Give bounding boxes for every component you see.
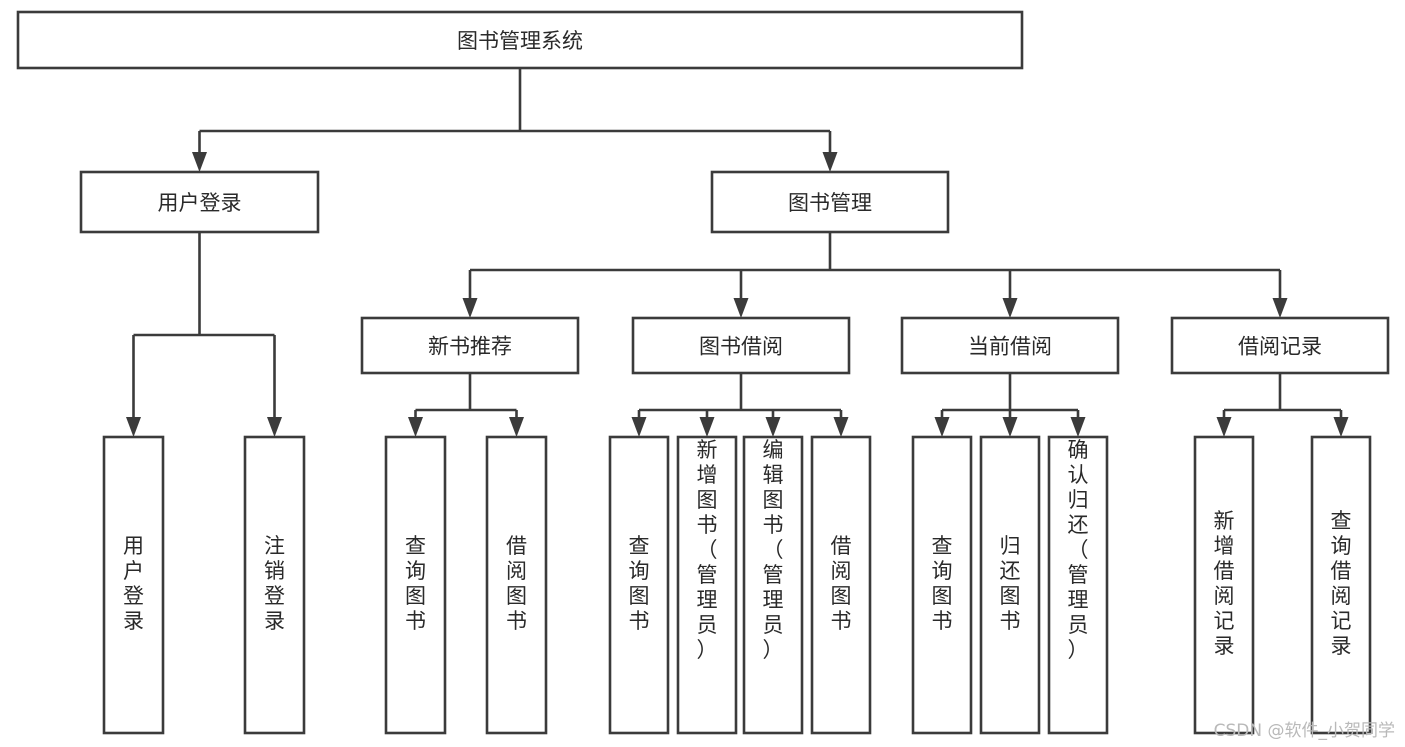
arrow-head <box>126 417 141 437</box>
arrow-head <box>822 152 838 172</box>
node-leaf-0[interactable]: 用户登录 <box>102 435 165 735</box>
node-root-0[interactable]: 图书管理系统 <box>16 10 1024 70</box>
watermark-text: CSDN @软件_小贺同学 <box>1213 721 1395 741</box>
node-label: 确认归还（管理员） <box>1068 438 1089 662</box>
node-leaf-6[interactable]: 编辑图书（管理员） <box>742 435 804 735</box>
node-leaf-12[interactable]: 查询借阅记录 <box>1310 435 1372 735</box>
node-leaf-10[interactable]: 确认归还（管理员） <box>1047 435 1109 735</box>
node-leaf-9[interactable]: 归还图书 <box>979 435 1041 735</box>
arrow-head <box>1272 298 1288 318</box>
arrow-head <box>765 417 781 437</box>
node-label: 图书管理系统 <box>457 29 583 53</box>
node-box <box>979 435 1041 735</box>
node-label: 新增借阅记录 <box>1214 509 1235 658</box>
arrow-head <box>267 417 282 437</box>
node-box <box>1047 435 1109 735</box>
node-label: 查询图书 <box>629 534 650 633</box>
node-box <box>79 170 320 234</box>
arrow-head <box>462 298 478 318</box>
node-label: 查询图书 <box>405 534 426 633</box>
arrow-head <box>733 298 749 318</box>
node-label: 图书借阅 <box>699 335 783 359</box>
node-l3-0[interactable]: 新书推荐 <box>360 316 580 375</box>
node-label: 借阅图书 <box>506 534 527 633</box>
node-l3-1[interactable]: 图书借阅 <box>631 316 851 375</box>
node-leaf-3[interactable]: 借阅图书 <box>485 435 548 735</box>
node-label: 归还图书 <box>1000 534 1021 633</box>
node-leaf-11[interactable]: 新增借阅记录 <box>1193 435 1255 735</box>
arrow-head <box>192 152 207 172</box>
arrow-head <box>509 417 524 437</box>
node-leaf-8[interactable]: 查询图书 <box>911 435 973 735</box>
node-label: 查询图书 <box>932 534 953 633</box>
arrow-head <box>934 417 950 437</box>
arrow-head <box>408 417 423 437</box>
node-box <box>1193 435 1255 735</box>
arrow-head <box>1002 417 1018 437</box>
connector-layer <box>126 68 1349 437</box>
node-label: 当前借阅 <box>968 335 1052 359</box>
node-leaf-1[interactable]: 注销登录 <box>243 435 306 735</box>
node-box <box>676 435 738 735</box>
node-box <box>710 170 950 234</box>
node-leaf-4[interactable]: 查询图书 <box>608 435 670 735</box>
node-box <box>102 435 165 735</box>
node-box <box>1170 316 1390 375</box>
node-leaf-7[interactable]: 借阅图书 <box>810 435 872 735</box>
arrow-head <box>1333 417 1349 437</box>
node-label: 借阅图书 <box>831 534 852 633</box>
node-leaf-2[interactable]: 查询图书 <box>384 435 447 735</box>
arrow-head <box>833 417 849 437</box>
node-leaf-5[interactable]: 新增图书（管理员） <box>676 435 738 735</box>
arrow-head <box>1216 417 1232 437</box>
node-l2-0[interactable]: 用户登录 <box>79 170 320 234</box>
node-box <box>16 10 1024 70</box>
node-label: 借阅记录 <box>1238 335 1322 359</box>
node-box <box>360 316 580 375</box>
node-label: 用户登录 <box>158 191 242 215</box>
node-label: 新书推荐 <box>428 335 512 359</box>
arrow-head <box>1070 417 1086 437</box>
node-label: 注销登录 <box>264 534 285 633</box>
node-l3-2[interactable]: 当前借阅 <box>900 316 1120 375</box>
node-box <box>1310 435 1372 735</box>
node-box <box>900 316 1120 375</box>
arrow-head <box>631 417 647 437</box>
arrow-head <box>699 417 715 437</box>
node-layer: 图书管理系统用户登录图书管理新书推荐图书借阅当前借阅借阅记录用户登录注销登录查询… <box>16 10 1390 735</box>
node-box <box>810 435 872 735</box>
node-box <box>911 435 973 735</box>
node-box <box>384 435 447 735</box>
node-box <box>485 435 548 735</box>
node-label: 用户登录 <box>123 534 144 633</box>
node-box <box>608 435 670 735</box>
arrow-head <box>1002 298 1018 318</box>
node-box <box>243 435 306 735</box>
node-box <box>631 316 851 375</box>
node-label: 图书管理 <box>788 191 872 215</box>
node-box <box>742 435 804 735</box>
node-l2-1[interactable]: 图书管理 <box>710 170 950 234</box>
node-l3-3[interactable]: 借阅记录 <box>1170 316 1390 375</box>
node-label: 编辑图书（管理员） <box>763 438 784 662</box>
node-label: 新增图书（管理员） <box>697 438 718 662</box>
node-label: 查询借阅记录 <box>1331 509 1352 658</box>
